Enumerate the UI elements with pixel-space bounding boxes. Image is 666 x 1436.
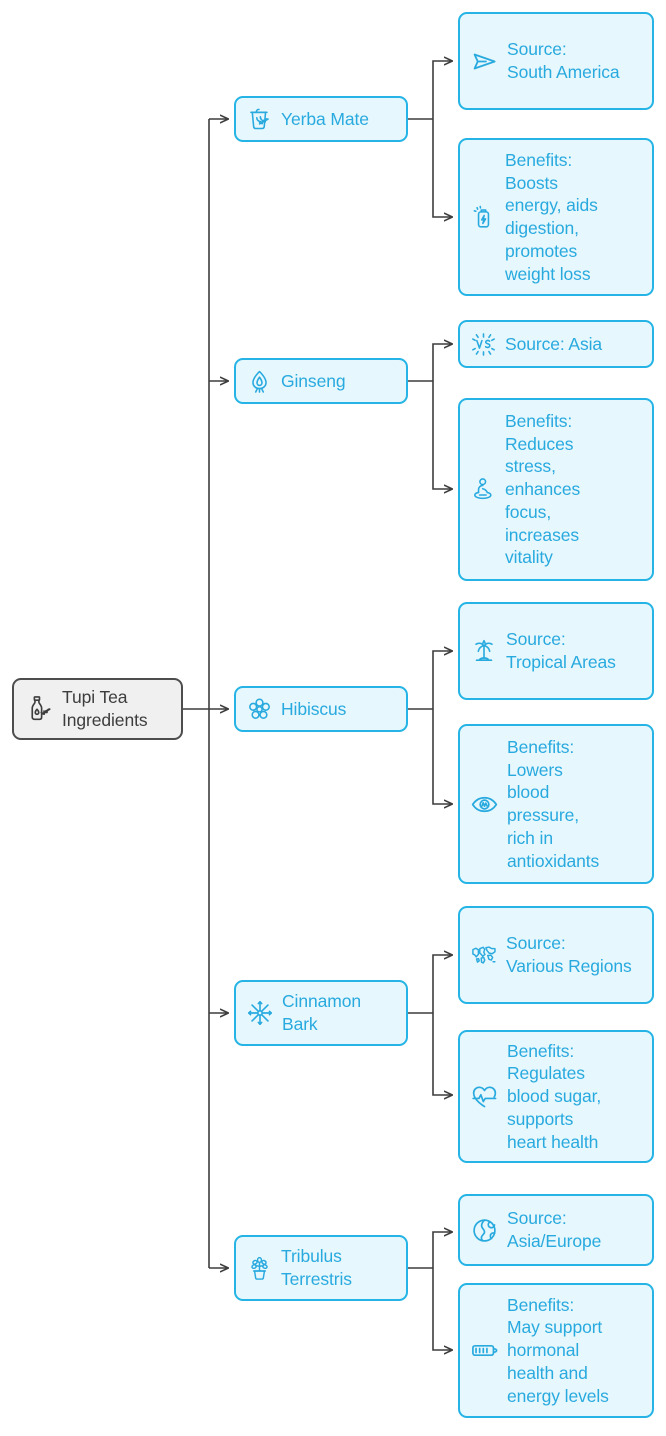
node-hibiscus-source-label: Source: Tropical Areas (506, 629, 616, 672)
flower-icon (246, 696, 273, 723)
world-map-icon (470, 941, 498, 969)
node-yerba-mate[interactable]: Yerba Mate (234, 96, 408, 142)
node-ginseng-benefits[interactable]: Benefits: Reduces stress, enhances focus… (458, 398, 654, 581)
node-tribulus-benefits-label: Benefits: May support hormonal health an… (507, 1294, 609, 1406)
node-yerba-mate-label: Yerba Mate (281, 108, 369, 129)
node-hibiscus-source[interactable]: Source: Tropical Areas (458, 602, 654, 700)
paper-plane-icon (470, 47, 499, 76)
node-cinnamon-source[interactable]: Source: Various Regions (458, 906, 654, 1004)
potted-plant-icon (246, 1255, 273, 1282)
node-tribulus-benefits[interactable]: Benefits: May support hormonal health an… (458, 1283, 654, 1418)
node-yerba-source[interactable]: Source: South America (458, 12, 654, 110)
node-hibiscus-benefits-label: Benefits: Lowers blood pressure, rich in… (507, 736, 600, 871)
node-ginseng[interactable]: Ginseng (234, 358, 408, 404)
tea-cup-leaf-icon (246, 106, 273, 133)
node-ginseng-source-label: Source: Asia (505, 333, 603, 354)
eye-icon (470, 790, 499, 819)
edge-hibiscus-benefits (432, 709, 452, 804)
edge-hibiscus-source (432, 651, 452, 709)
node-tribulus-source[interactable]: Source: Asia/Europe (458, 1194, 654, 1266)
node-cinnamon-bark[interactable]: Cinnamon Bark (234, 980, 408, 1046)
spark-vs-icon (470, 331, 497, 358)
edge-tribulus-benefits (432, 1268, 452, 1350)
node-cinnamon-source-label: Source: Various Regions (506, 933, 632, 976)
node-yerba-benefits-label: Benefits: Boosts energy, aids digestion,… (505, 149, 598, 284)
edge-yerba-benefits (432, 119, 452, 217)
battery-horizontal-icon (470, 1336, 499, 1365)
node-cinnamon-bark-label: Cinnamon Bark (282, 991, 361, 1034)
node-cinnamon-benefits[interactable]: Benefits: Regulates blood sugar, support… (458, 1030, 654, 1163)
node-tribulus-terrestris-label: Tribulus Terrestris (281, 1246, 352, 1289)
edge-ginseng-source (432, 344, 452, 381)
ginseng-bulb-icon (246, 368, 273, 395)
node-root-label: Tupi Tea Ingredients (62, 687, 148, 730)
node-yerba-benefits[interactable]: Benefits: Boosts energy, aids digestion,… (458, 138, 654, 296)
heart-pulse-icon (470, 1082, 499, 1111)
edge-tribulus-source (432, 1232, 452, 1268)
star-anise-icon (246, 999, 274, 1027)
node-cinnamon-benefits-label: Benefits: Regulates blood sugar, support… (507, 1040, 602, 1152)
node-tribulus-terrestris[interactable]: Tribulus Terrestris (234, 1235, 408, 1301)
edge-ginseng-benefits (432, 381, 452, 489)
node-ginseng-label: Ginseng (281, 370, 346, 391)
palm-tree-icon (470, 637, 498, 665)
node-hibiscus[interactable]: Hibiscus (234, 686, 408, 732)
node-ginseng-source[interactable]: Source: Asia (458, 320, 654, 368)
node-hibiscus-label: Hibiscus (281, 698, 347, 719)
node-root[interactable]: Tupi Tea Ingredients (12, 678, 183, 740)
bottle-leaf-icon (24, 694, 54, 724)
edge-cinnamon-source (432, 955, 452, 1013)
edge-yerba-source (432, 61, 452, 119)
node-tribulus-source-label: Source: Asia/Europe (507, 1208, 602, 1251)
node-ginseng-benefits-label: Benefits: Reduces stress, enhances focus… (505, 410, 581, 568)
globe-icon (470, 1216, 499, 1245)
meditation-person-icon (470, 476, 497, 503)
edge-cinnamon-benefits (432, 1013, 452, 1095)
battery-bolt-icon (470, 204, 497, 231)
node-yerba-source-label: Source: South America (507, 39, 620, 82)
node-hibiscus-benefits[interactable]: Benefits: Lowers blood pressure, rich in… (458, 724, 654, 884)
